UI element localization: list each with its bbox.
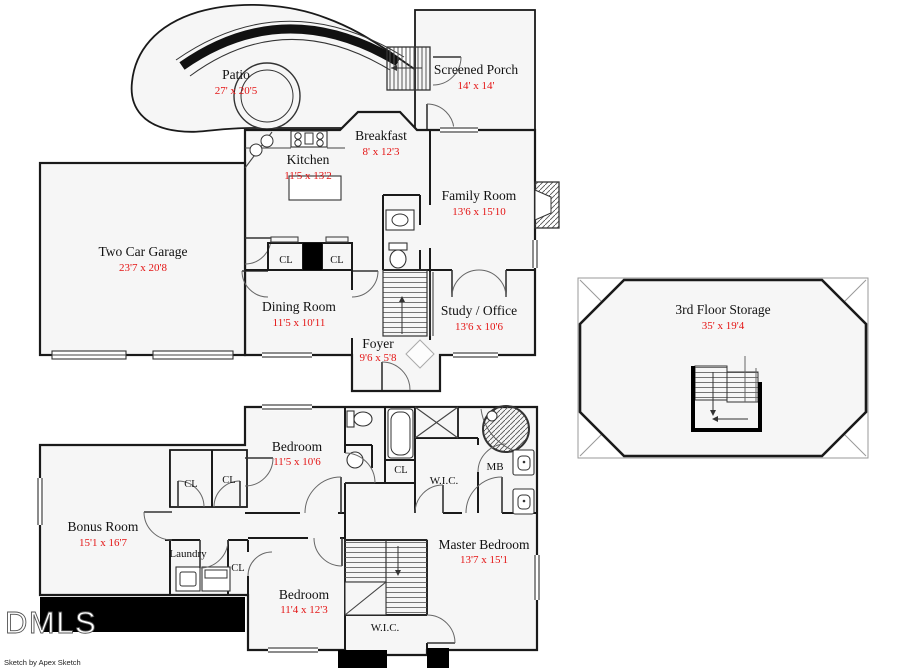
fireplace-icon: [534, 181, 560, 229]
attic-closet: [414, 406, 459, 439]
kitchen-sink-icon: [249, 134, 274, 157]
hall-closets: [241, 236, 379, 298]
patio-label: Patio: [222, 67, 250, 82]
screened-porch-outline: [414, 9, 536, 132]
mb-toilet-icon: [512, 449, 535, 476]
breakfast-dims: 8' x 12'3: [363, 146, 400, 158]
mb-label: MB: [486, 461, 503, 473]
family-room-label: Family Room: [442, 188, 517, 203]
dryer-icon: [201, 566, 231, 592]
cl-laundry-label: CL: [231, 563, 244, 574]
toilet-icon: [346, 410, 373, 428]
kitchen-label: Kitchen: [287, 152, 330, 167]
sketch-credit: Sketch by Apex Sketch: [4, 658, 81, 667]
mls-logo: DMLS: [5, 605, 97, 640]
garage-label: Two Car Garage: [98, 244, 187, 259]
washer-icon: [175, 566, 201, 592]
patio-arc-feature: [175, 20, 405, 77]
bonus-room-dims: 15'1 x 16'7: [79, 537, 127, 549]
study-label: Study / Office: [441, 303, 517, 318]
powder-sink-icon: [385, 209, 415, 231]
laundry-label: Laundry: [169, 548, 207, 560]
wic-upper-label: W.I.C.: [430, 475, 459, 487]
kitchen-dims: 11'5 x 13'2: [284, 170, 332, 182]
bedroom-lower-dims: 11'4 x 12'3: [280, 604, 328, 616]
corner-tub-icon: [480, 405, 534, 455]
closet-label-1: CL: [279, 255, 292, 266]
storage-dims: 35' x 19'4: [702, 320, 745, 332]
master-bedroom-dims: 13'7 x 15'1: [460, 554, 508, 566]
foyer-label: Foyer: [362, 336, 394, 351]
foyer-dims: 9'6 x 5'8: [360, 352, 397, 364]
garage-outline: [38, 161, 247, 357]
bedroom-upper-label: Bedroom: [272, 439, 323, 454]
staircase-1f-icon: [382, 269, 434, 337]
floor1-windows: [262, 126, 539, 359]
dining-room-label: Dining Room: [262, 299, 336, 314]
chimney-block-left: [338, 650, 387, 668]
study-dims: 13'6 x 10'6: [455, 321, 503, 333]
powder-toilet-icon: [388, 242, 408, 269]
exterior-stairs-icon: [386, 46, 462, 91]
screened-porch-dims: 14' x 14': [458, 80, 495, 92]
garage-doors: [51, 350, 234, 360]
storage-label: 3rd Floor Storage: [675, 302, 770, 317]
floor2-doors: [143, 443, 507, 644]
cl-bath-label: CL: [394, 465, 407, 476]
bathtub-icon: [387, 408, 414, 459]
family-room-dims: 13'6 x 15'10: [452, 206, 506, 218]
hall-closet-pair: [169, 449, 248, 508]
wic-lower-label: W.I.C.: [371, 622, 400, 634]
bonus-room-label: Bonus Room: [68, 519, 139, 534]
deck-bar: [40, 597, 245, 632]
floor2-windows: [36, 403, 541, 654]
patio-dims: 27' x 20'5: [215, 85, 258, 97]
breakfast-label: Breakfast: [355, 128, 407, 143]
stove-icon: [290, 130, 328, 148]
staircase-3f-icon: [691, 356, 762, 432]
dining-room-dims: 11'5 x 10'11: [273, 317, 326, 329]
mb-bidet-icon: [512, 488, 535, 515]
closet-label-2: CL: [330, 255, 343, 266]
master-bedroom-label: Master Bedroom: [438, 537, 530, 552]
bedroom-lower-label: Bedroom: [279, 587, 330, 602]
cl-hall-2-label: CL: [222, 475, 235, 486]
third-floor-storage-plan: 3rd Floor Storage 35' x 19'4: [577, 277, 869, 459]
first-floor-plan: Patio 27' x 20'5 Screened Porch 14' x 14…: [38, 3, 560, 393]
staircase-2f-icon: [344, 539, 428, 616]
kitchen-island: [288, 175, 342, 201]
chimney-block-right: [427, 648, 449, 668]
cl-hall-1-label: CL: [184, 479, 197, 490]
study-double-doors: [451, 269, 507, 298]
bedroom-upper-dims: 11'5 x 10'6: [273, 456, 321, 468]
second-floor-plan: Bedroom 11'5 x 10'6 CL W.I.C. MB Bonus R…: [36, 403, 541, 668]
front-door: [381, 361, 411, 391]
screened-porch-label: Screened Porch: [434, 62, 519, 77]
foyer-tile: [405, 339, 435, 369]
garage-dims: 23'7 x 20'8: [119, 262, 167, 274]
